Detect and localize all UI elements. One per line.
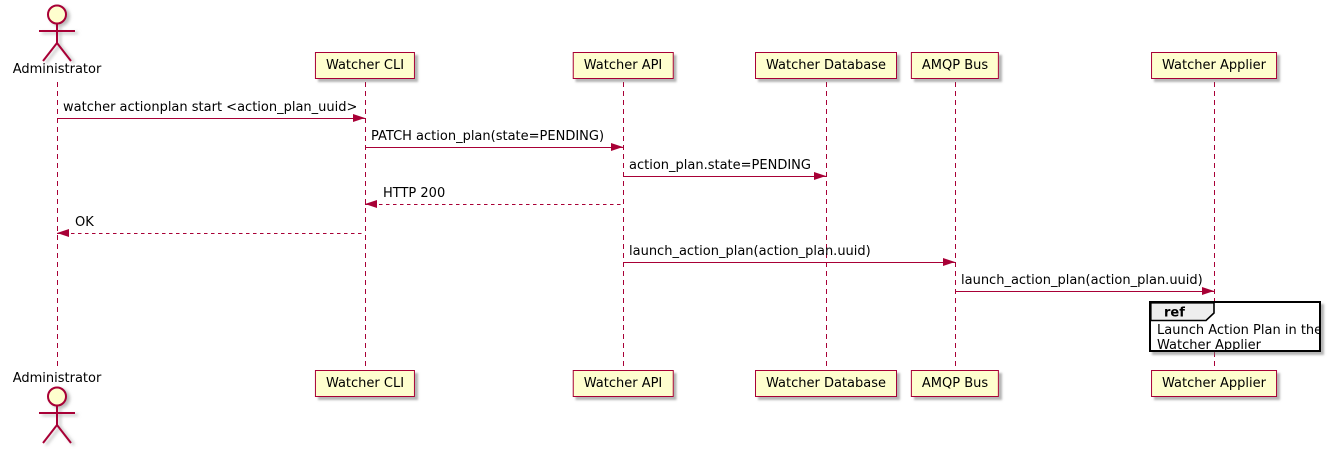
participant-watcher-applier-top: Watcher Applier xyxy=(1151,52,1277,79)
message-line-4 xyxy=(365,204,623,206)
message-label-7: launch_action_plan(action_plan.uuid) xyxy=(961,273,1203,288)
participant-amqp-bus-bottom: AMQP Bus xyxy=(910,370,1000,397)
participant-watcher-api-bottom: Watcher API xyxy=(572,370,674,397)
lifeline-administrator xyxy=(56,82,58,370)
message-arrowhead-1 xyxy=(353,114,365,122)
message-arrowhead-3 xyxy=(814,172,826,180)
actor-administrator-top: Administrator xyxy=(0,4,114,77)
message-arrowhead-6 xyxy=(943,258,955,266)
message-label-6: launch_action_plan(action_plan.uuid) xyxy=(629,244,871,259)
message-line-1 xyxy=(57,118,365,120)
participant-watcher-database-top: Watcher Database xyxy=(755,52,897,79)
actor-icon xyxy=(39,4,75,62)
message-arrowhead-4 xyxy=(365,200,377,208)
actor-label: Administrator xyxy=(12,62,102,77)
message-label-5: OK xyxy=(75,215,94,230)
ref-text-line: Watcher Applier xyxy=(1157,338,1261,352)
message-line-7 xyxy=(955,291,1214,293)
message-line-5 xyxy=(57,233,365,235)
message-label-4: HTTP 200 xyxy=(383,186,446,201)
participant-watcher-applier-bottom: Watcher Applier xyxy=(1151,370,1277,397)
lifeline-watcher-applier xyxy=(1213,82,1215,370)
participant-amqp-bus-top: AMQP Bus xyxy=(910,52,1000,79)
ref-text-line: Launch Action Plan in the xyxy=(1157,323,1321,338)
message-line-2 xyxy=(365,147,623,149)
participant-watcher-database-bottom: Watcher Database xyxy=(755,370,897,397)
message-label-1: watcher actionplan start <action_plan_uu… xyxy=(63,100,358,115)
message-line-6 xyxy=(623,262,955,264)
message-arrowhead-5 xyxy=(57,229,69,237)
actor-icon xyxy=(39,386,75,444)
ref-keyword-label: ref xyxy=(1164,306,1185,321)
participant-watcher-api-top: Watcher API xyxy=(572,52,674,79)
participant-watcher-cli-top: Watcher CLI xyxy=(314,52,416,79)
lifeline-watcher-database xyxy=(825,82,827,370)
lifeline-watcher-cli xyxy=(364,82,366,370)
ref-keyword-tag: ref xyxy=(1151,303,1215,322)
message-label-3: action_plan.state=PENDING xyxy=(629,158,811,173)
lifeline-amqp-bus xyxy=(954,82,956,370)
lifeline-watcher-api xyxy=(622,82,624,370)
ref-fragment: ref Launch Action Plan in the Watcher Ap… xyxy=(1149,301,1321,352)
actor-administrator-bottom: Administrator xyxy=(0,371,114,444)
message-arrowhead-2 xyxy=(611,143,623,151)
message-line-3 xyxy=(623,176,826,178)
message-arrowhead-7 xyxy=(1202,287,1214,295)
message-label-2: PATCH action_plan(state=PENDING) xyxy=(371,129,605,144)
participant-watcher-cli-bottom: Watcher CLI xyxy=(314,370,416,397)
actor-label: Administrator xyxy=(12,371,102,386)
